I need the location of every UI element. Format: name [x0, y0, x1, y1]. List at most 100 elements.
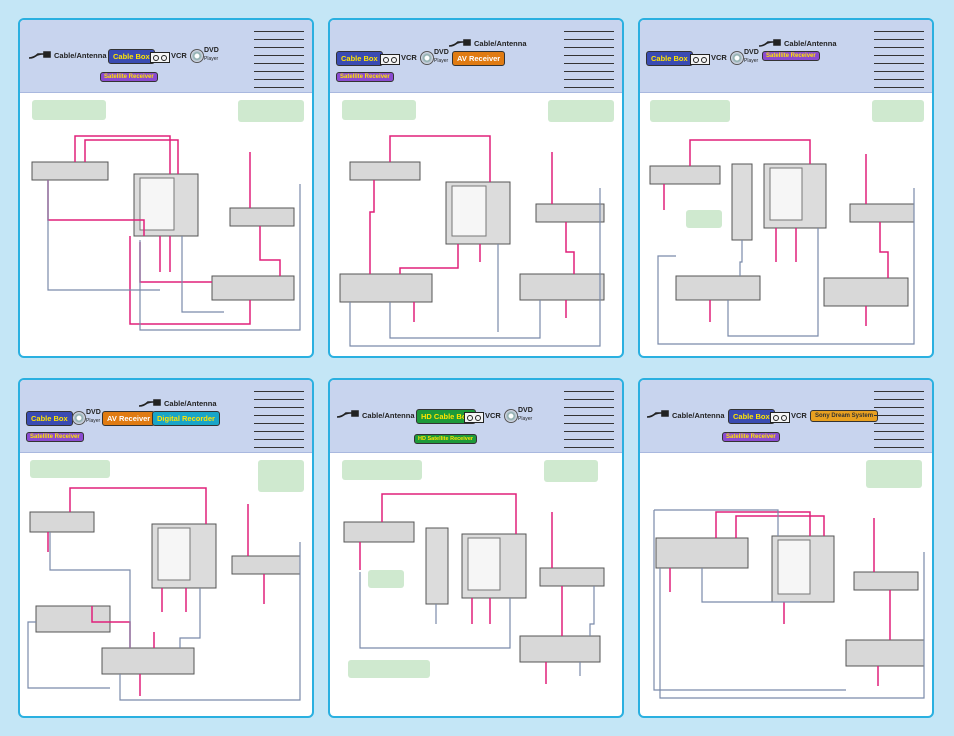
vcr-label: VCR: [711, 53, 727, 62]
vcr-label: VCR: [171, 51, 187, 60]
panel-header: Cable/Antenna HD Cable Box VCR DVD Playe…: [330, 380, 622, 453]
header-lines: [254, 384, 304, 448]
cable-plug-icon: [758, 39, 781, 47]
satellite-receiver-tag: Satellite Receiver: [762, 51, 820, 61]
wiring-diagram: [31, 135, 301, 331]
vcr-label: VCR: [791, 411, 807, 420]
cable-antenna-label: Cable/Antenna: [362, 411, 415, 420]
vcr-device: [211, 275, 295, 301]
dvd-label: DVD: [204, 47, 219, 54]
satellite-receiver-tag: Satellite Receiver: [100, 72, 158, 82]
panel-body: [330, 452, 622, 716]
header-lines: [564, 24, 614, 88]
av-receiver-tag: AV Receiver: [452, 51, 506, 66]
header-lines: [254, 24, 304, 88]
hd-satellite-receiver-device: [425, 527, 449, 605]
cable-plug-icon: [448, 39, 471, 47]
hdmi-device: [731, 163, 753, 241]
cable-box-tag: Cable Box: [26, 411, 73, 426]
cable-box-device: [31, 161, 109, 181]
player-label: Player: [86, 418, 101, 424]
cable-box-tag: Cable Box: [336, 51, 383, 66]
diagram-panel-5: Cable/Antenna HD Cable Box VCR DVD Playe…: [328, 378, 624, 718]
cable-plug-icon: [28, 51, 51, 59]
diagram-panel-4: Cable/Antenna Cable Box DVD Player AV Re…: [18, 378, 314, 718]
satellite-receiver-device: [229, 207, 295, 227]
av-receiver-tag: AV Receiver: [102, 411, 156, 426]
panel-body: [640, 452, 932, 716]
player-label: Player: [204, 56, 219, 62]
sony-dream-system-tag: Sony Dream System: [810, 410, 879, 422]
note-box: [30, 460, 110, 478]
note-box: [686, 210, 722, 228]
dvd-disc-icon: [190, 49, 204, 63]
cable-plug-icon: [646, 410, 669, 418]
cable-box-tag: Cable Box: [646, 51, 693, 66]
note-box: [872, 100, 924, 122]
digital-recorder-device: [35, 605, 111, 633]
hd-satellite-receiver-tag: HD Satellite Receiver: [414, 434, 478, 444]
note-box: [544, 460, 598, 482]
note-box: [32, 100, 106, 120]
satellite-receiver-device: [231, 555, 301, 575]
panel-header: Cable/Antenna Cable Box DVD Player AV Re…: [20, 380, 312, 453]
dvd-label: DVD: [434, 49, 449, 56]
vcr-icon: [690, 54, 710, 65]
player-label: Player: [434, 58, 449, 64]
vcr-device: [845, 639, 925, 667]
vcr-icon: [770, 412, 790, 423]
note-box: [548, 100, 614, 122]
note-box: [368, 570, 404, 588]
player-label: Player: [744, 58, 759, 64]
note-box: [348, 660, 430, 678]
panel-header: Cable/Antenna Cable Box VCR DVD Player A…: [330, 20, 622, 93]
cable-box-device: [649, 165, 721, 185]
panel-body: [20, 92, 312, 356]
vcr-icon: [150, 52, 170, 63]
cable-antenna-label: Cable/Antenna: [164, 399, 217, 408]
note-box: [650, 100, 730, 122]
diagram-panel-2: Cable/Antenna Cable Box VCR DVD Player A…: [328, 18, 624, 358]
av-receiver-device: [339, 273, 433, 303]
satellite-receiver-device: [849, 203, 915, 223]
dvd-label: DVD: [86, 409, 101, 416]
vcr-device: [675, 275, 761, 301]
cable-box-device: [29, 511, 95, 533]
diagram-panel-1: Cable/Antenna Cable Box VCR DVD Player S…: [18, 18, 314, 358]
cable-box-tag: Cable Box: [728, 409, 775, 424]
dvd-disc-icon: [420, 51, 434, 65]
dvd-disc-icon: [72, 411, 86, 425]
vcr-icon: [380, 54, 400, 65]
cable-box-tag: Cable Box: [108, 49, 155, 64]
note-box: [342, 460, 422, 480]
digital-recorder-tag: Digital Recorder: [152, 411, 220, 426]
player-label: Player: [518, 416, 533, 422]
vcr-device: [539, 567, 605, 587]
cable-plug-icon: [138, 399, 161, 407]
diagram-panel-3: Cable/Antenna Cable Box VCR DVD Player S…: [638, 18, 934, 358]
hd-cable-box-device: [343, 521, 415, 543]
vcr-label: VCR: [401, 53, 417, 62]
wiring-diagram: [27, 487, 301, 701]
satellite-receiver-tag: Satellite Receiver: [336, 72, 394, 82]
sony-dream-system-device: [655, 537, 749, 569]
dvd-disc-icon: [504, 409, 518, 423]
vcr-device: [519, 273, 605, 301]
header-lines: [564, 384, 614, 448]
cable-antenna-label: Cable/Antenna: [54, 51, 107, 60]
dvd-device: [823, 277, 909, 307]
wiring-diagram: [653, 509, 925, 699]
cable-antenna-label: Cable/Antenna: [474, 39, 527, 48]
vcr-icon: [464, 412, 484, 423]
header-lines: [874, 384, 924, 448]
wiring-diagram: [343, 493, 605, 684]
cable-box-device: [853, 571, 919, 591]
dvd-label: DVD: [518, 407, 533, 414]
wiring-diagram: [649, 139, 915, 345]
dvd-label: DVD: [744, 49, 759, 56]
panel-body: [640, 92, 932, 356]
dvd-disc-icon: [730, 51, 744, 65]
hd-cable-box-tag: HD Cable Box: [416, 409, 476, 424]
av-receiver-device: [101, 647, 195, 675]
satellite-receiver-tag: Satellite Receiver: [26, 432, 84, 442]
